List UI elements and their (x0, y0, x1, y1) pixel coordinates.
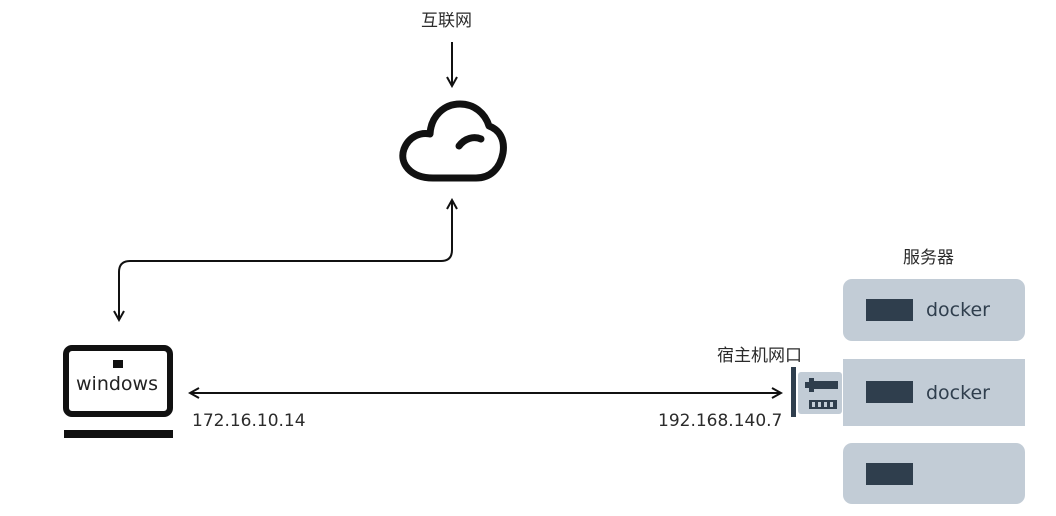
server (843, 279, 1025, 504)
cloud-icon (399, 100, 507, 182)
server-slot (866, 299, 913, 321)
laptop-icon (63, 345, 173, 438)
server-slot-label: docker (926, 382, 990, 404)
nic-label: 宿主机网口 (717, 346, 802, 366)
server-unit (843, 279, 1025, 341)
windows-ip-label: 172.16.10.14 (192, 411, 306, 431)
network-port-icon (791, 367, 842, 417)
server-label: 服务器 (903, 248, 954, 268)
server-slot (866, 381, 913, 403)
server-unit (843, 443, 1025, 504)
laptop-os-label: windows (76, 373, 158, 395)
internet-label: 互联网 (421, 11, 472, 31)
laptop-cloud-connector (119, 200, 452, 320)
server-slot (866, 463, 913, 485)
server-slot-label: docker (926, 299, 990, 321)
host-ip-label: 192.168.140.7 (658, 411, 783, 431)
